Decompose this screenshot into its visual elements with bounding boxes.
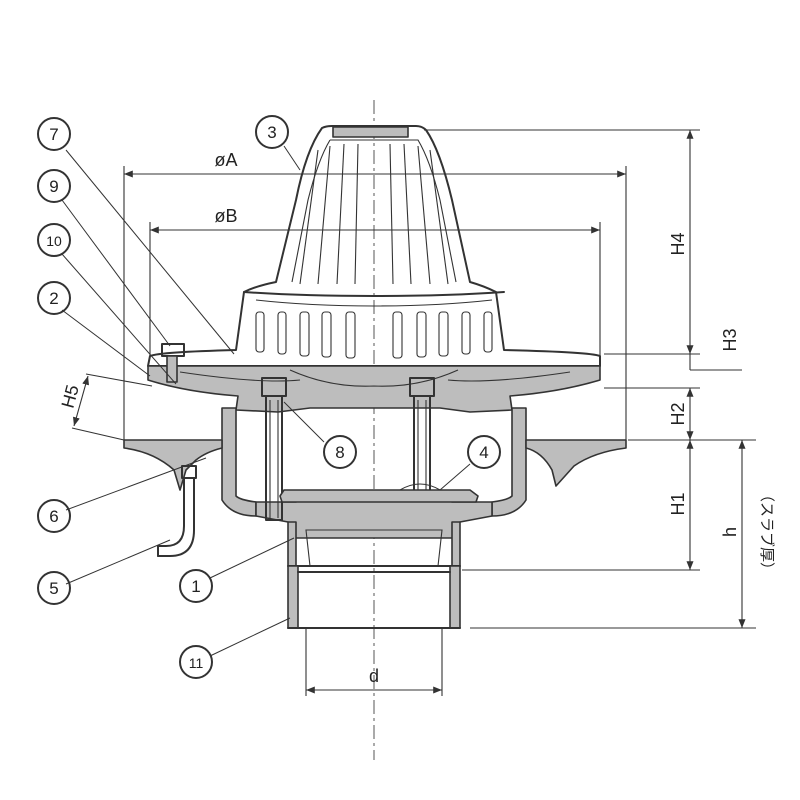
dim-dia-b-label: øB [214,206,237,226]
callout-2-label: 2 [49,289,58,308]
stud-bolts [261,377,435,521]
callout-6-label: 6 [49,507,58,526]
skirt-slots [255,311,493,359]
deck-flange [123,439,627,491]
callout-4-label: 4 [479,443,488,462]
callout-8-label: 8 [335,443,344,462]
outlet-pipe [287,565,461,696]
callout-1-label: 1 [191,577,200,596]
callout-7-label: 7 [49,125,58,144]
dimension-lines [71,129,756,694]
callout-10: 10 [37,223,71,257]
callout-2: 2 [37,281,71,315]
leader-lines [61,145,471,657]
dim-h3-label: H3 [720,328,740,351]
callout-1: 1 [179,569,213,603]
dim-h4-label: H4 [668,232,688,255]
callout-10-label: 10 [46,233,62,249]
dim-dia-a-label: øA [214,150,237,170]
strainer-dome [147,125,601,367]
dim-h1-label: H1 [668,492,688,515]
callout-9: 9 [37,169,71,203]
callout-5: 5 [37,571,71,605]
callout-11-label: 11 [189,655,204,671]
dim-slab-label: （スラブ厚） [758,487,776,577]
callout-9-label: 9 [49,177,58,196]
callout-8: 8 [323,435,357,469]
callout-5-label: 5 [49,579,58,598]
clamp-plate [279,483,479,503]
dim-h2-label: H2 [668,402,688,425]
callout-4: 4 [467,435,501,469]
callout-11: 11 [179,645,213,679]
callout-3-label: 3 [267,123,276,142]
callout-6: 6 [37,499,71,533]
anchor-bolt [157,465,197,557]
dim-h-label: h [720,527,740,537]
collar-ring [147,343,601,413]
callout-7: 7 [37,117,71,151]
dim-d-label: d [369,666,379,686]
drain-body [221,407,527,567]
callout-3: 3 [255,115,289,149]
